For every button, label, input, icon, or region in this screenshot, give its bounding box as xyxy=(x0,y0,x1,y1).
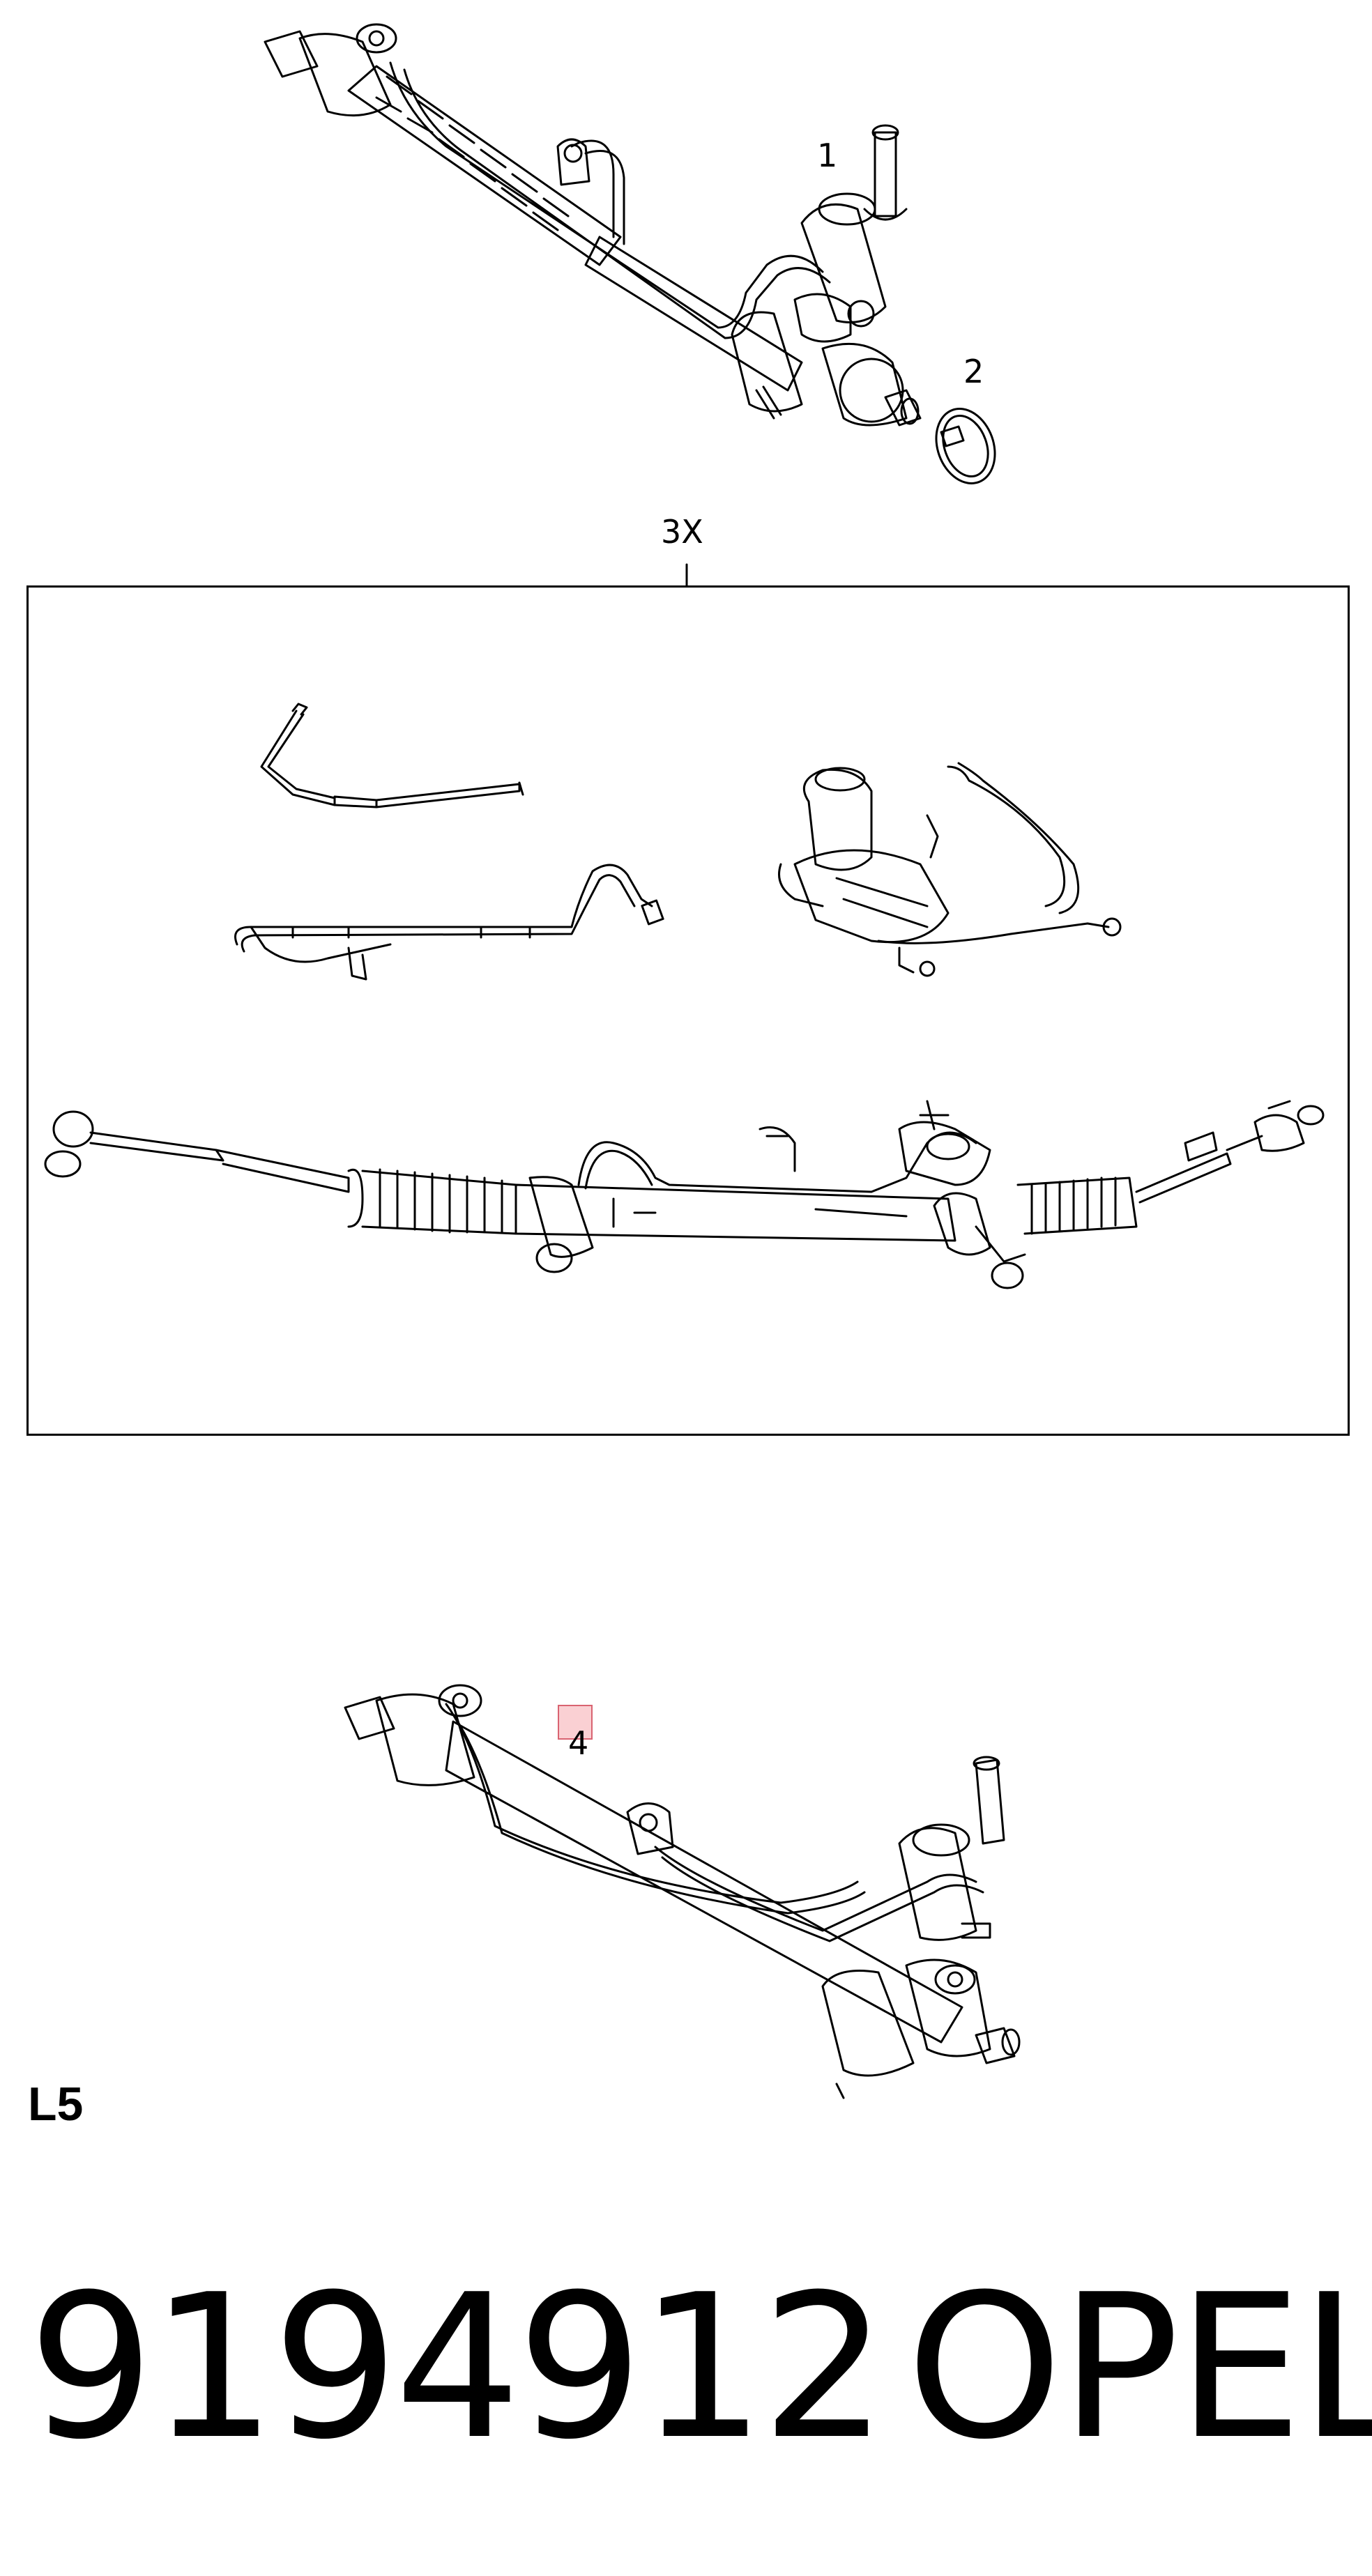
part-number: 9194912 xyxy=(28,2252,887,2483)
steering-rack-icon xyxy=(264,23,922,427)
callout-4-label: 4 xyxy=(568,1724,589,1762)
brand-name: OPEL xyxy=(906,2252,1372,2483)
power-steering-pump-icon xyxy=(778,762,1122,977)
callout-2-label: 2 xyxy=(963,353,984,390)
model-code: L5 xyxy=(28,2078,84,2131)
callout-3x-label: 3X xyxy=(661,513,703,551)
steering-rack-icon xyxy=(344,1684,1021,2099)
kit-contents-box xyxy=(26,585,1350,1436)
return-hose-icon xyxy=(234,864,664,981)
tie-rod-rack-icon xyxy=(44,1100,1325,1289)
pressure-hose-icon xyxy=(260,703,524,808)
callout-1-label: 1 xyxy=(817,137,838,174)
clamp-icon xyxy=(935,408,996,484)
callout-4-highlight[interactable] xyxy=(558,1705,593,1740)
